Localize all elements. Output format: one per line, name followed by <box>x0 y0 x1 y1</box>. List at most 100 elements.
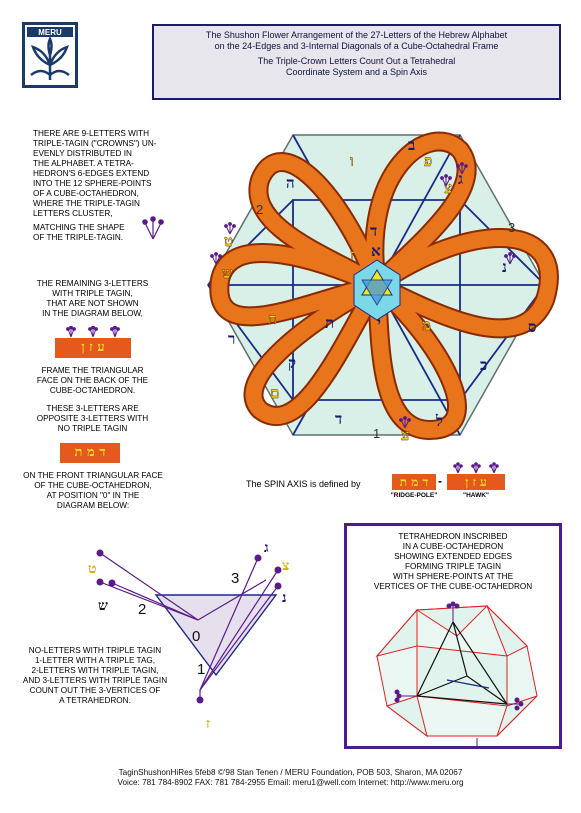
note-line: 1-LETTER WITH A TRIPLE TAG, <box>34 656 156 665</box>
front-triangle <box>154 594 278 677</box>
note-line: THESE 3-LETTERS ARE <box>46 404 139 413</box>
position-1-label: 1 <box>373 426 380 441</box>
hawk-label: "HAWK" <box>462 492 490 499</box>
letter-het: ח <box>268 310 277 328</box>
position-3-label: 3 <box>508 220 515 235</box>
note-line: INTO THE 12 SPHERE-POINTS <box>33 179 152 188</box>
note-line: CUBE-OCTAHEDRON. <box>49 386 136 395</box>
letter-aleph: א <box>371 242 381 260</box>
spin-dash: - <box>438 474 442 488</box>
tagin-letters-chip: ע ז ן <box>55 338 131 358</box>
note-line: DIAGRAM BELOW: <box>56 501 130 510</box>
sphere-points <box>96 549 282 704</box>
letter-tsade: צ <box>444 179 452 197</box>
letter-shin: ש <box>222 264 233 282</box>
note-line: AND 3-LETTERS WITH TRIPLE TAGIN <box>22 676 168 685</box>
letter-kaf: כ <box>480 356 487 374</box>
letter-tet: ט <box>224 232 233 250</box>
position-2-label: 2 <box>256 202 263 217</box>
title-box: The Shushon Flower Arrangement of the 27… <box>152 24 561 100</box>
shushon-flower-diagram: 2 3 1 ב פ צ ג נ ס מ כ ל ע ו ת ד ז א י ח … <box>207 131 559 444</box>
note-line: THERE ARE 9-LETTERS WITH <box>33 129 150 138</box>
letter-final-mem: ם <box>270 384 279 402</box>
letter-he: ה <box>286 174 295 192</box>
letter-tav: ת <box>325 314 334 332</box>
footer-line-2: Voice: 781 784-8902 FAX: 781 784-2955 Em… <box>117 778 464 787</box>
opposite-note: THESE 3-LETTERS ARE OPPOSITE 3-LETTERS W… <box>20 404 165 434</box>
letter-lamed: ל <box>435 412 443 430</box>
footer: TaginShushonHiRes 5feb8 ©'98 Stan Tenen … <box>0 768 581 788</box>
inscribed-tetrahedron <box>416 620 509 705</box>
note-line: OF THE CUBE-OCTAHEDRON, <box>34 481 152 490</box>
note-line: SHOWING EXTENDED EDGES <box>394 552 512 561</box>
front-face-note: ON THE FRONT TRIANGULAR FACE OF THE CUBE… <box>14 471 172 511</box>
extended-edges <box>99 552 279 700</box>
triple-tagin-icon <box>142 216 164 240</box>
no-tagin-chip: ד מ ת <box>60 443 120 463</box>
meru-logo-graphic: MERU <box>27 27 73 80</box>
cube-octahedron-drawing <box>375 601 538 746</box>
letter-gimel: ג <box>458 170 463 188</box>
ridge-pole-chip: ד מ ת <box>392 474 436 490</box>
tetrahedron-box: TETRAHEDRON INSCRIBED IN A CUBE-OCTAHEDR… <box>344 523 562 749</box>
note-line: WITH SPHERE-POINTS AT THE <box>392 572 514 581</box>
note-line: TETRAHEDRON INSCRIBED <box>398 532 508 541</box>
coord-0-label: 0 <box>192 628 200 645</box>
letter-yod: י <box>377 314 381 332</box>
letter-nun: נ <box>502 258 507 276</box>
note-line: ON THE FRONT TRIANGULAR FACE <box>23 471 163 480</box>
note-line: NO TRIPLE TAGIN <box>57 424 128 433</box>
letter-zayin: ז <box>206 716 210 732</box>
note-line: THAT ARE NOT SHOWN <box>46 299 139 308</box>
letter-qof: ק <box>288 354 296 372</box>
note-line: OPPOSITE 3-LETTERS WITH <box>36 414 149 423</box>
note-line: FRAME THE TRIANGULAR <box>41 366 144 375</box>
letter-ayin: ע <box>401 426 410 444</box>
flower-letters: ב פ צ ג נ ס מ כ ל ע ו ת ד ז א י ח ש ט ה … <box>222 136 537 444</box>
title-line-3: The Triple-Crown Letters Count Out a Tet… <box>257 56 456 66</box>
meru-logo: MERU <box>22 22 78 88</box>
letter-pe: פ <box>424 152 432 170</box>
ridge-pole-label: "RIDGE-POLE" <box>390 492 438 499</box>
note-line: COUNT OUT THE 3-VERTICES OF <box>29 686 161 695</box>
title-line-2: on the 24-Edges and 3-Internal Diagonals… <box>214 41 499 51</box>
note-line: WITH TRIPLE TAGIN, <box>52 289 133 298</box>
tetrahedral-coordinate-diagram: 0 1 2 3 ט ש ג צ נ ז <box>88 540 289 732</box>
note-line: VERTICES OF THE CUBE-OCTAHEDRON <box>373 582 533 591</box>
letter-samekh: ס <box>528 318 537 336</box>
letter-dalet-2: ד <box>335 410 342 428</box>
title-line-4: Coordinate System and a Spin Axis <box>285 67 428 77</box>
letter-resh: ר <box>228 330 235 348</box>
letter-mem: מ <box>422 316 431 334</box>
tagin-chip-group: ע ז ן <box>55 326 131 358</box>
ribbon-loops <box>209 131 559 441</box>
note-line: A TETRAHEDRON. <box>59 696 131 705</box>
letter-bet: ב <box>408 136 415 154</box>
coord-3-label: 3 <box>231 570 239 587</box>
tetra-note: TETRAHEDRON INSCRIBED IN A CUBE-OCTAHEDR… <box>347 532 559 592</box>
coord-letters: ט ש ג צ נ ז <box>88 540 289 732</box>
letter-tet: ט <box>88 561 96 577</box>
note-line: FORMING TRIPLE TAGIN <box>405 562 501 571</box>
note-line: THE ALPHABET. A TETRA- <box>33 159 134 168</box>
letter-vav: ו <box>350 152 354 170</box>
note-line: 2-LETTERS WITH TRIPLE TAGIN, <box>31 666 159 675</box>
count-note: NO-LETTERS WITH TRIPLE TAGIN 1-LETTER WI… <box>20 646 170 706</box>
spin-axis-text: The SPIN AXIS is defined by <box>246 479 361 489</box>
note-line: THE REMAINING 3-LETTERS <box>36 279 149 288</box>
footer-line-1: TaginShushonHiRes 5feb8 ©'98 Stan Tenen … <box>118 768 463 777</box>
coord-1-label: 1 <box>197 661 205 678</box>
cube-octahedron-faces <box>375 605 538 738</box>
letter-gimel: ג <box>264 540 269 556</box>
letter-dalet: ד <box>370 222 377 240</box>
note-line: MATCHING THE SHAPE <box>33 223 125 232</box>
letter-shin: ש <box>98 598 108 614</box>
note-line: FACE ON THE BACK OF THE <box>36 376 149 385</box>
note-line: HEDRON'S 6-EDGES EXTEND <box>33 169 150 178</box>
note-line: WHERE THE TRIPLE-TAGIN <box>33 199 140 208</box>
note-line: EVENLY DISTRIBUTED IN <box>33 149 132 158</box>
hawk-crowns-icon <box>453 462 499 474</box>
central-tetrahedron <box>353 259 401 321</box>
hawk-chip: ע ז ן <box>447 474 505 490</box>
note-line: LETTERS CLUSTER, <box>33 209 113 218</box>
